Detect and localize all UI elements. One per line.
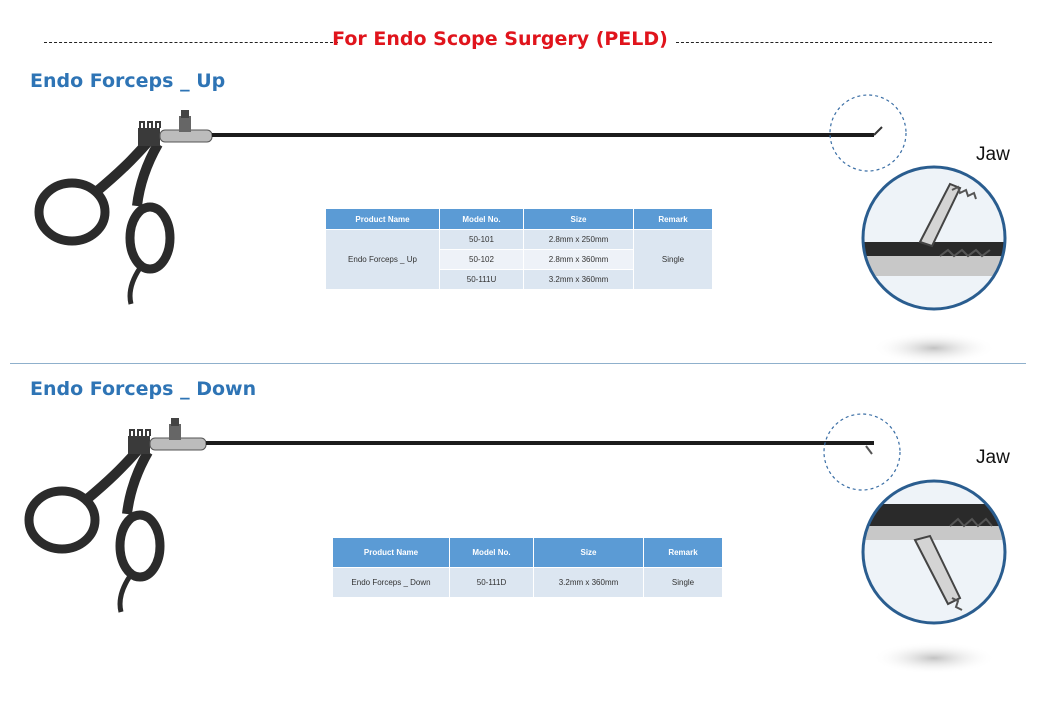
jaw-label-up: Jaw bbox=[976, 144, 1010, 165]
cell-product-name: Endo Forceps _ Down bbox=[333, 568, 449, 597]
table-row: Endo Forceps _ Down 50-111D 3.2mm x 360m… bbox=[333, 568, 722, 597]
shaft bbox=[212, 133, 874, 137]
cell-remark: Single bbox=[634, 230, 712, 289]
finger-ring bbox=[34, 178, 110, 246]
section-title-up: Endo Forceps _ Up bbox=[30, 70, 226, 92]
tip-highlight-circle bbox=[829, 94, 907, 172]
cell-product-name: Endo Forceps _ Up bbox=[326, 230, 439, 289]
table-row: 50-111U 3.2mm x 360mm bbox=[326, 270, 712, 289]
cell-model: 50-102 bbox=[440, 250, 523, 269]
cell-size: 2.8mm x 250mm bbox=[524, 230, 633, 249]
cell-size: 2.8mm x 360mm bbox=[524, 250, 633, 269]
cell-model: 50-111U bbox=[440, 270, 523, 289]
header-remark: Remark bbox=[644, 538, 722, 567]
tip-highlight-circle bbox=[823, 413, 901, 491]
page-title: For Endo Scope Surgery (PELD) bbox=[332, 28, 668, 50]
header-model-no: Model No. bbox=[440, 209, 523, 229]
finger-ring bbox=[24, 486, 100, 554]
cell-model: 50-101 bbox=[440, 230, 523, 249]
thumb-ring bbox=[125, 202, 175, 274]
header-size: Size bbox=[534, 538, 643, 567]
header-dash-left bbox=[44, 42, 338, 43]
section-title-down: Endo Forceps _ Down bbox=[30, 378, 257, 400]
header-product-name: Product Name bbox=[333, 538, 449, 567]
header-model-no: Model No. bbox=[450, 538, 533, 567]
header-size: Size bbox=[524, 209, 633, 229]
jaw-label-down: Jaw bbox=[976, 447, 1010, 468]
spec-table-up: Product Name Model No. Size Remark Endo … bbox=[325, 208, 713, 290]
thumb-ring bbox=[115, 510, 165, 582]
header-product-name: Product Name bbox=[326, 209, 439, 229]
header-dash-right bbox=[676, 42, 992, 43]
shaft bbox=[206, 441, 874, 445]
cell-model: 50-111D bbox=[450, 568, 533, 597]
table-row: Endo Forceps _ Up 50-101 2.8mm x 250mm S… bbox=[326, 230, 712, 289]
section-divider bbox=[10, 363, 1026, 364]
cell-size: 3.2mm x 360mm bbox=[524, 270, 633, 289]
table-header-row: Product Name Model No. Size Remark bbox=[326, 209, 712, 229]
jaw-zoom-circle-up bbox=[861, 165, 1007, 311]
header-remark: Remark bbox=[634, 209, 712, 229]
jaw-zoom-circle-down bbox=[861, 479, 1007, 625]
cell-size: 3.2mm x 360mm bbox=[534, 568, 643, 597]
forceps-down-illustration bbox=[24, 413, 1007, 674]
cell-remark: Single bbox=[644, 568, 722, 597]
spec-table-down: Product Name Model No. Size Remark Endo … bbox=[332, 537, 723, 598]
forceps-up-illustration bbox=[34, 94, 1007, 364]
table-header-row: Product Name Model No. Size Remark bbox=[333, 538, 722, 567]
table-row: 50-102 2.8mm x 360mm bbox=[326, 250, 712, 269]
